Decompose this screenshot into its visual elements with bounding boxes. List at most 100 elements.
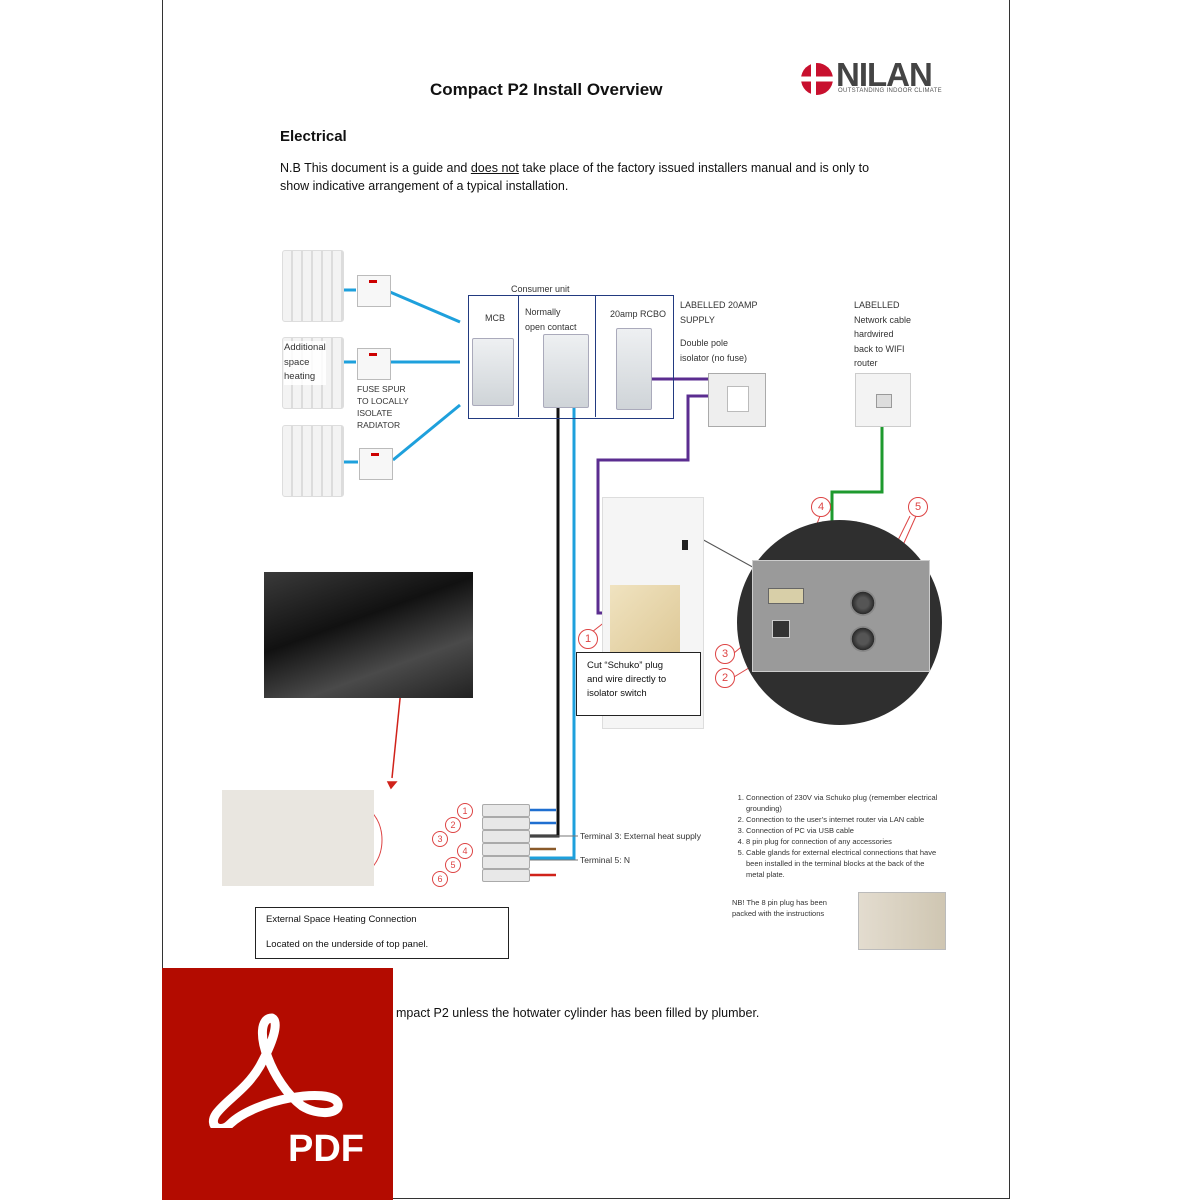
cu-divider-1 <box>518 295 519 417</box>
note-3: Connection of PC via USB cable <box>746 825 944 836</box>
network-line-5: router <box>854 358 878 368</box>
fuse-spur-2 <box>357 348 391 380</box>
unit-display <box>682 540 688 550</box>
terminal-5-label: Terminal 5: N <box>580 855 631 865</box>
nb-plug-line-2: packed with the instructions <box>732 909 825 918</box>
supply-label: LABELLED 20AMP SUPPLY <box>680 298 758 327</box>
rcbo-label: 20amp RCBO <box>610 309 667 319</box>
wire-blue-3b <box>392 403 461 462</box>
isolator-label: Double pole isolator (no fuse) <box>680 336 747 365</box>
pdf-badge[interactable]: PDF <box>162 968 393 1200</box>
heating-line-1: Additional <box>284 342 326 353</box>
top-panel-photo <box>264 572 473 698</box>
ext-heating-line-1: External Space Heating Connection <box>266 914 417 925</box>
contact-label: Normally open contact <box>525 305 577 334</box>
cable-gland-2 <box>850 626 876 652</box>
note-2: Connection to the user’s internet router… <box>746 814 944 825</box>
radiator-3 <box>282 425 344 497</box>
nb-plug-line-1: NB! The 8 pin plug has been <box>732 898 827 907</box>
callout-unit-2: 2 <box>715 668 735 688</box>
ext-heating-line-2: Located on the underside of top panel. <box>266 938 429 950</box>
note-5: Cable glands for external electrical con… <box>746 847 944 880</box>
fuse-spur-label: FUSE SPUR TO LOCALLY ISOLATE RADIATOR <box>357 383 409 431</box>
callout-unit-3: 3 <box>715 644 735 664</box>
8-pin-plug-socket <box>768 588 804 604</box>
callout-unit-5: 5 <box>908 497 928 517</box>
callout-terminal-2: 2 <box>445 817 461 833</box>
nb-paragraph: N.B This document is a guide and does no… <box>280 159 880 195</box>
lan-socket <box>855 373 911 427</box>
wire-blue-neutral <box>528 405 576 860</box>
network-line-4: back to WIFI <box>854 343 905 354</box>
spur-line-2: TO LOCALLY <box>357 396 409 406</box>
consumer-unit-box <box>468 295 674 419</box>
terminal-1 <box>482 804 530 817</box>
spur-line-4: RADIATOR <box>357 420 401 430</box>
radiator-1 <box>282 250 344 322</box>
network-line-3: hardwired <box>854 329 894 339</box>
cable-gland-1 <box>850 590 876 616</box>
isolator-line-1: Double pole <box>680 338 729 348</box>
logo-tagline: OUTSTANDING INDOOR CLIMATE <box>838 88 942 94</box>
nb-suffix: take place of the factory issued install… <box>280 161 870 193</box>
consumer-unit-title: Consumer unit <box>511 284 570 294</box>
cu-divider-2 <box>595 295 596 417</box>
supply-line-2: SUPPLY <box>680 314 715 325</box>
network-line-1: LABELLED <box>854 300 900 310</box>
nb-prefix: N.B This document is a guide and <box>280 161 471 175</box>
external-heating-box: External Space Heating Connection Locate… <box>255 907 509 959</box>
terminal-3-label: Terminal 3: External heat supply <box>580 831 701 841</box>
callout-unit-4: 4 <box>811 497 831 517</box>
callout-terminal-4: 4 <box>457 843 473 859</box>
metal-plate <box>752 560 930 672</box>
wire-blue-1b <box>389 290 461 324</box>
callout-terminal-6: 6 <box>432 871 448 887</box>
warning-text: mpact P2 unless the hotwater cylinder ha… <box>396 1006 760 1020</box>
network-line-2: Network cable <box>854 314 912 325</box>
additional-heating-label: Additional space heating <box>284 341 326 385</box>
fuse-spur-1 <box>357 275 391 307</box>
lan-jack-icon <box>876 394 892 408</box>
section-heading: Electrical <box>280 128 347 145</box>
contactor <box>543 334 589 408</box>
wire-black-live <box>528 405 560 838</box>
schuko-line-1: Cut “Schuko” plug <box>587 660 664 671</box>
connection-notes: Connection of 230V via Schuko plug (reme… <box>732 792 944 880</box>
schuko-box: Cut “Schuko” plug and wire directly to i… <box>576 652 701 716</box>
double-pole-isolator <box>708 373 766 427</box>
mcb-breaker <box>472 338 514 406</box>
nb-underlined: does not <box>470 161 519 175</box>
rcbo-breaker <box>616 328 652 410</box>
fuse-spur-3 <box>359 448 393 480</box>
schuko-line-3: isolator switch <box>587 688 647 699</box>
heating-line-2: space <box>284 356 310 368</box>
schuko-line-2: and wire directly to <box>587 674 667 685</box>
danish-flag-icon <box>801 63 833 95</box>
terminal-2 <box>482 817 530 830</box>
pdf-label: PDF <box>288 1128 364 1170</box>
terminal-4 <box>482 843 530 856</box>
contact-line-1: Normally <box>525 307 561 317</box>
usb-port <box>772 620 790 638</box>
heating-line-3: heating <box>284 371 316 382</box>
supply-line-1: LABELLED 20AMP <box>680 300 758 310</box>
note-4: 8 pin plug for connection of any accesso… <box>746 836 944 847</box>
terminal-6 <box>482 869 530 882</box>
terminal-block-photo <box>222 790 374 886</box>
isolator-line-2: isolator (no fuse) <box>680 352 748 363</box>
terminal-5 <box>482 856 530 869</box>
8-pin-plug-photo <box>858 892 946 950</box>
network-label: LABELLED Network cable hardwired back to… <box>854 298 911 371</box>
spur-line-3: ISOLATE <box>357 408 393 418</box>
logo-word: NILAN <box>836 56 933 93</box>
callout-terminal-3: 3 <box>432 831 448 847</box>
red-arrow-head <box>386 781 398 790</box>
mcb-label: MCB <box>485 313 505 323</box>
note-1: Connection of 230V via Schuko plug (reme… <box>746 792 944 814</box>
terminal-3 <box>482 830 530 843</box>
callout-terminal-1: 1 <box>457 803 473 819</box>
nb-plug-note: NB! The 8 pin plug has been packed with … <box>732 897 827 919</box>
page-title: Compact P2 Install Overview <box>430 80 663 99</box>
nilan-logo: NILAN OUTSTANDING INDOOR CLIMATE <box>800 56 950 100</box>
spur-line-1: FUSE SPUR <box>357 384 406 394</box>
